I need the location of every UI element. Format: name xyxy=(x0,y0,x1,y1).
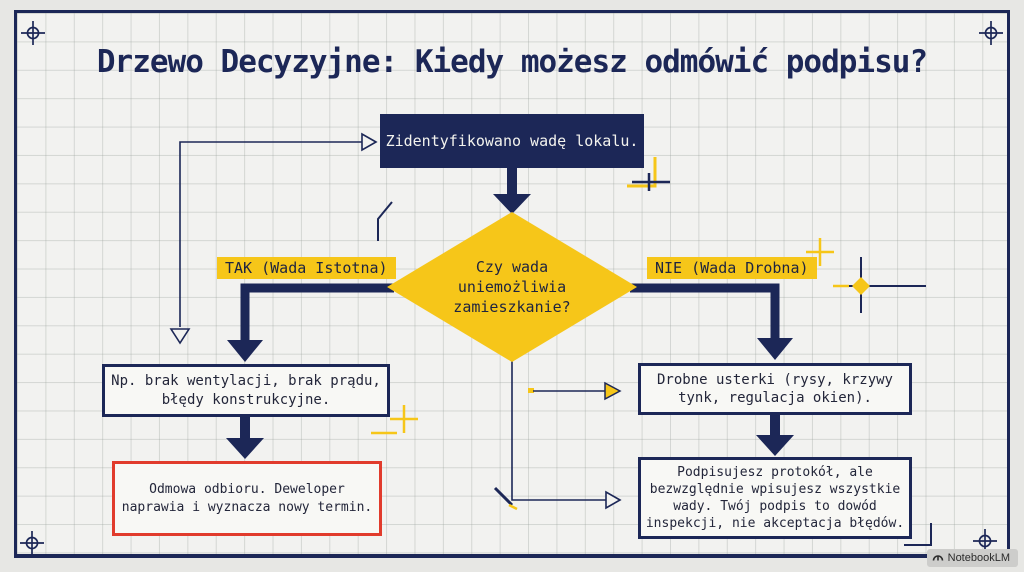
start-node-text: Zidentyfikowano wadę lokalu. xyxy=(385,132,639,150)
branch-label-no: NIE (Wada Drobna) xyxy=(647,257,817,279)
branch-label-yes: TAK (Wada Istotna) xyxy=(217,257,396,279)
yes-outcome-box: Odmowa odbioru. Deweloper naprawia i wyz… xyxy=(112,461,382,536)
yes-examples-text: Np. brak wentylacji, brak prądu, błędy k… xyxy=(111,373,381,408)
no-examples-box: Drobne usterki (rysy, krzywy tynk, regul… xyxy=(638,363,912,415)
notebooklm-logo-icon xyxy=(932,555,943,561)
notebooklm-watermark: NotebookLM xyxy=(926,549,1018,567)
no-outcome-box: Podpisujesz protokół, ale bezwzględnie w… xyxy=(638,457,912,539)
yes-examples-box: Np. brak wentylacji, brak prądu, błędy k… xyxy=(102,364,390,417)
watermark-text: NotebookLM xyxy=(947,552,1010,564)
yes-outcome-text: Odmowa odbioru. Deweloper naprawia i wyz… xyxy=(121,482,373,515)
no-outcome-text: Podpisujesz protokół, ale bezwzględnie w… xyxy=(645,464,905,532)
start-node: Zidentyfikowano wadę lokalu. xyxy=(380,114,644,168)
diagram-title: Drzewo Decyzyjne: Kiedy możesz odmówić p… xyxy=(96,44,928,80)
no-examples-text: Drobne usterki (rysy, krzywy tynk, regul… xyxy=(656,371,893,406)
decision-node-text: Czy wada uniemożliwia zamieszkanie? xyxy=(453,257,571,317)
